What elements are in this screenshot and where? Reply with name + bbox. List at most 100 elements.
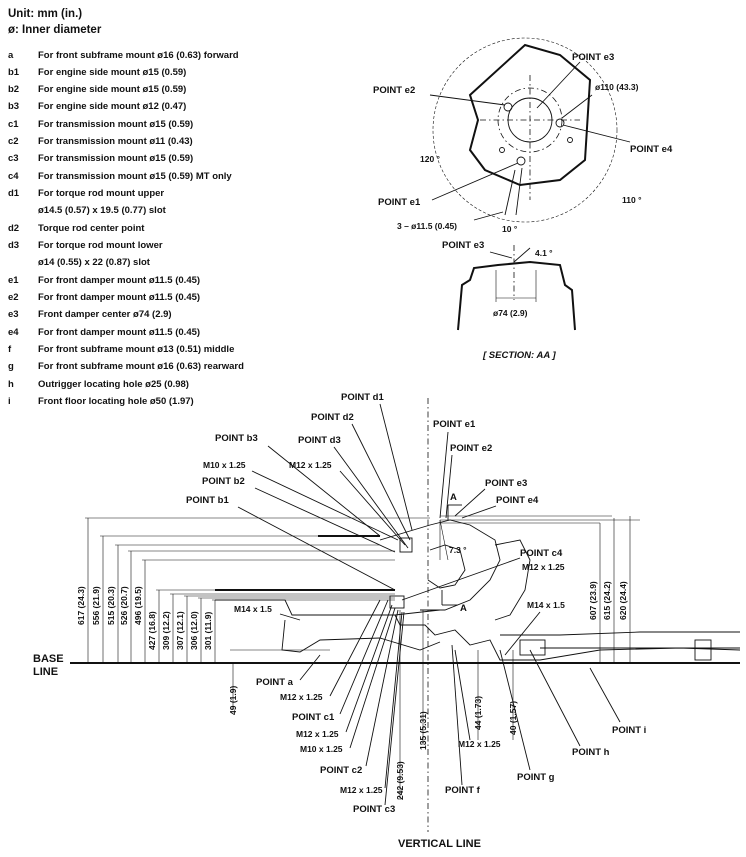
section-point-e1: POINT e1 xyxy=(378,197,421,208)
leader-d1 xyxy=(379,403,413,531)
legend-key: a xyxy=(8,50,14,61)
leader-c2 xyxy=(365,609,399,767)
base-line-label-2: LINE xyxy=(33,666,58,678)
dim-label: 242 (9.53) xyxy=(395,761,405,800)
angle-10: 10 ° xyxy=(502,224,518,234)
leader-b2 xyxy=(254,487,396,553)
leader-e2 xyxy=(445,454,453,519)
leader-m12 xyxy=(339,470,406,546)
legend-text: Front damper center ø74 (2.9) xyxy=(38,309,172,320)
dim-label: 617 (24.3) xyxy=(76,586,86,625)
legend-text: For front damper mount ø11.5 (0.45) xyxy=(38,275,201,286)
leader-e1 xyxy=(439,431,449,519)
unit-note: Unit: mm (in.) xyxy=(8,8,83,20)
legend-text: For front damper mount ø11.5 (0.45) xyxy=(38,327,201,338)
point-e2: POINT e2 xyxy=(450,443,492,454)
legend-key: i xyxy=(8,396,11,407)
legend-key: c2 xyxy=(8,136,19,147)
dim-label: 40 (1.57) xyxy=(508,701,518,735)
legend-text: For torque rod mount lower xyxy=(38,240,163,251)
angle-ref xyxy=(439,519,449,561)
leader-a-thread xyxy=(329,599,381,697)
thread-f: M12 x 1.25 xyxy=(458,739,501,749)
point-c2: POINT c2 xyxy=(320,765,362,776)
dim-label: 526 (20.7) xyxy=(119,586,129,625)
section-title: [ SECTION: AA ] xyxy=(482,350,556,361)
point-e4: POINT e4 xyxy=(496,495,539,506)
dim-label: 44 (1.73) xyxy=(473,696,483,730)
leader-bolt-circle xyxy=(561,94,593,119)
legend-key: e4 xyxy=(8,327,19,338)
leader-c2-thread xyxy=(384,611,403,789)
legend-text: Front floor locating hole ø50 (1.97) xyxy=(38,396,194,407)
legend-text: For front subframe mount ø16 (0.63) rear… xyxy=(38,361,244,372)
legend-text: ø14 (0.55) x 22 (0.87) slot xyxy=(38,257,150,268)
legend-text: For torque rod mount upper xyxy=(38,188,165,199)
mount-hole-e2 xyxy=(503,102,513,112)
legend-text: For engine side mount ø15 (0.59) xyxy=(38,67,187,78)
legend-text: Torque rod center point xyxy=(38,223,145,234)
point-c1: POINT c1 xyxy=(292,712,335,723)
leader-e3 xyxy=(454,488,486,517)
point-g: POINT g xyxy=(517,772,555,783)
leader-e3 xyxy=(536,61,581,109)
leader-h xyxy=(529,649,581,747)
point-d3: POINT d3 xyxy=(298,435,341,446)
leader-c1 xyxy=(339,599,389,715)
leader-b3 xyxy=(267,445,381,537)
legend-text: For transmission mount ø15 (0.59) MT onl… xyxy=(38,171,232,182)
leader-m14-left xyxy=(279,613,301,621)
leader-d2 xyxy=(351,423,411,541)
thread-m10-top: M10 x 1.25 xyxy=(203,460,246,470)
leader-g xyxy=(499,649,531,771)
torque-rod-bracket xyxy=(399,537,413,553)
dim-label: 135 (5.31) xyxy=(418,711,428,750)
section-point-e3: POINT e3 xyxy=(572,52,614,63)
section-point-e2: POINT e2 xyxy=(373,85,415,96)
legend-text: ø14.5 (0.57) x 19.5 (0.77) slot xyxy=(38,205,166,216)
legend-text: For transmission mount ø15 (0.59) xyxy=(38,119,194,130)
angle-7-3: 7.3 ° xyxy=(449,545,467,555)
legend-key: b3 xyxy=(8,101,20,112)
bolt-circle-dim: ø110 (43.3) xyxy=(595,82,639,92)
dim-label: 556 (21.9) xyxy=(91,586,101,625)
point-f: POINT f xyxy=(445,785,481,796)
holes-spec: 3 – ø11.5 (0.45) xyxy=(397,221,457,231)
leader-c1-thread xyxy=(345,604,393,733)
rear-panel xyxy=(494,539,531,621)
thread-c1-m10: M10 x 1.25 xyxy=(300,744,343,754)
point-e1: POINT e1 xyxy=(433,419,476,430)
leader-e3-lower xyxy=(489,251,513,259)
leader-c1-m10 xyxy=(349,607,396,749)
dim-label: 301 (11.9) xyxy=(203,612,213,650)
outrigger xyxy=(519,639,546,656)
legend-key: d1 xyxy=(8,188,20,199)
floor-bracket xyxy=(694,639,712,661)
legend-key: d3 xyxy=(8,240,20,251)
point-b1: POINT b1 xyxy=(186,495,229,506)
legend-text: For front damper mount ø11.5 (0.45) xyxy=(38,292,201,303)
reference-circle xyxy=(432,37,618,223)
point-d2: POINT d2 xyxy=(311,412,354,423)
angle-4-1: 4.1 ° xyxy=(535,248,553,258)
dim-label: 309 (12.2) xyxy=(161,611,171,650)
legend-key: e1 xyxy=(8,275,19,286)
point-b3: POINT b3 xyxy=(215,433,258,444)
thread-m12-top: M12 x 1.25 xyxy=(289,460,332,470)
dim-label: 607 (23.9) xyxy=(588,581,598,620)
legend-key: b2 xyxy=(8,84,20,95)
leader-a xyxy=(299,654,321,681)
section-aa: POINT e2 POINT e3 ø110 (43.3) POINT e4 1… xyxy=(373,37,673,361)
thread-m14-left: M14 x 1.5 xyxy=(234,604,272,614)
leader-c4 xyxy=(401,557,521,601)
point-i: POINT i xyxy=(612,725,646,736)
small-hole xyxy=(567,137,573,143)
point-c4: POINT c4 xyxy=(520,548,563,559)
legend-key: e3 xyxy=(8,309,19,320)
floor-rail xyxy=(500,631,740,636)
section-mark-top: A xyxy=(450,492,457,503)
frame-lower-edge xyxy=(215,599,741,661)
mount-hole-e1 xyxy=(516,156,526,166)
legend-key: e2 xyxy=(8,292,19,303)
leader-e4 xyxy=(461,505,497,519)
